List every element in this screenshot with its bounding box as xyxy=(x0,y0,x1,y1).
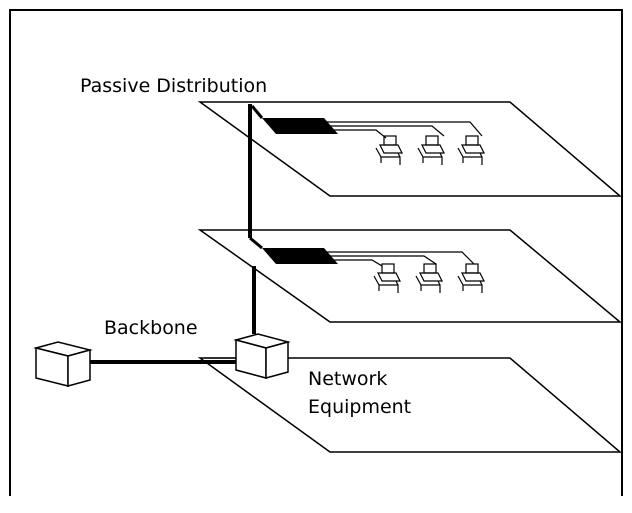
workstation-icon xyxy=(457,263,485,293)
workstation-icon xyxy=(415,263,443,293)
horizontal-cabling-top xyxy=(324,121,483,139)
patch-panel-top xyxy=(262,118,338,134)
backbone-cable xyxy=(90,357,240,364)
label-passive-distribution: Passive Distribution xyxy=(80,75,267,97)
floor-plane-bottom xyxy=(197,357,623,453)
workstation-icon xyxy=(375,135,403,165)
frame-border xyxy=(9,9,623,496)
label-network-line2: Equipment xyxy=(308,396,411,418)
floor-plane-top xyxy=(197,101,623,197)
patch-panel-middle xyxy=(262,248,338,264)
riser-backbone xyxy=(248,104,264,334)
workstation-icon xyxy=(457,135,485,165)
floor-top xyxy=(197,101,623,197)
remote-equipment-cube xyxy=(33,341,93,387)
workstation-icon xyxy=(373,263,401,293)
horizontal-cabling-middle xyxy=(324,251,475,267)
network-equipment-cube xyxy=(233,333,291,379)
workstation-icon xyxy=(417,135,445,165)
label-backbone: Backbone xyxy=(104,317,198,339)
floor-plane-middle xyxy=(197,229,623,323)
floor-middle xyxy=(197,229,623,323)
label-network-line1: Network xyxy=(308,368,387,390)
